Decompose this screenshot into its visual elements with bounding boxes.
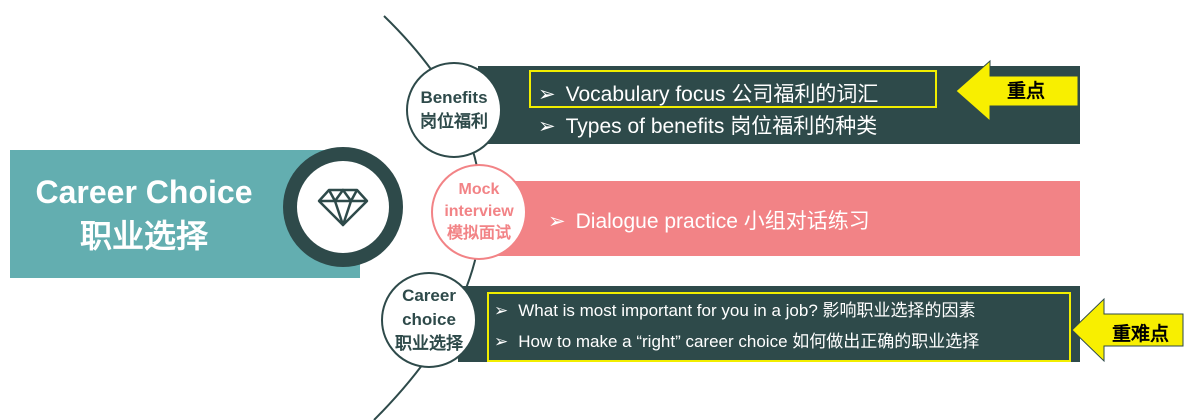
- bullet-item: ➢ What is most important for you in a job…: [494, 296, 976, 321]
- bullet-arrow-icon: ➢: [494, 332, 509, 351]
- bullet-item: ➢ Vocabulary focus 公司福利的词汇: [538, 78, 878, 108]
- bullet-item: ➢ Types of benefits 岗位福利的种类: [538, 110, 877, 140]
- circle-label: Career: [402, 286, 456, 305]
- bullet-text: What is most important for you in a job?…: [518, 301, 976, 320]
- bullet-arrow-icon: ➢: [538, 115, 556, 138]
- bullet-arrow-icon: ➢: [538, 83, 556, 106]
- difficult-point-arrow: [1071, 297, 1184, 363]
- diamond-icon: [317, 188, 369, 227]
- circle-label: 职业选择: [395, 334, 463, 353]
- circle-label: interview: [444, 203, 514, 220]
- key-point-arrow: [955, 59, 1079, 123]
- circle-label: Mock: [458, 181, 500, 198]
- bullet-text: How to make a “right” career choice 如何做出…: [518, 332, 980, 351]
- circle-label: choice: [402, 310, 456, 329]
- career-choice-bar: [458, 286, 1080, 362]
- main-title: Career Choice 职业选择: [10, 164, 278, 264]
- bullet-arrow-icon: ➢: [494, 301, 509, 320]
- benefits-circle: Benefits 岗位福利: [406, 62, 502, 158]
- difficult-point-label: 重难点: [1112, 324, 1170, 345]
- highlight-box: [487, 292, 1071, 362]
- bullet-arrow-icon: ➢: [548, 210, 566, 233]
- mock-interview-bar: [498, 181, 1080, 256]
- bullet-text: Vocabulary focus 公司福利的词汇: [565, 83, 879, 106]
- diamond-badge: [297, 161, 389, 253]
- title-english: Career Choice: [35, 174, 253, 210]
- career-choice-circle: Career choice 职业选择: [381, 272, 477, 368]
- bullet-text: Dialogue practice 小组对话练习: [575, 210, 870, 233]
- mock-interview-circle: Mock interview 模拟面试: [431, 164, 527, 260]
- circle-label: 岗位福利: [420, 112, 488, 131]
- highlight-box: [529, 70, 937, 108]
- circle-label: 模拟面试: [446, 225, 511, 242]
- bullet-item: ➢ Dialogue practice 小组对话练习: [548, 205, 870, 235]
- bullet-text: Types of benefits 岗位福利的种类: [565, 115, 878, 138]
- key-point-label: 重点: [1007, 81, 1046, 102]
- circle-label: Benefits: [420, 88, 488, 107]
- bullet-item: ➢ How to make a “right” career choice 如何做…: [494, 327, 979, 352]
- title-chinese: 职业选择: [79, 218, 208, 254]
